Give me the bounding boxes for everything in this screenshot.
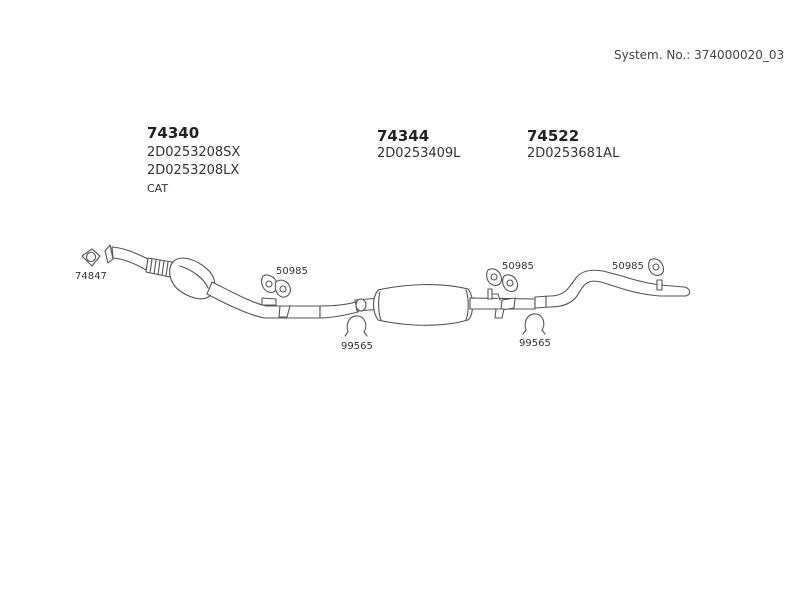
- part-code-middle-silencer: 2D0253409L: [377, 146, 461, 161]
- hanger-rubber-1: [261, 274, 291, 298]
- callout-clamp-1: 99565: [341, 341, 373, 352]
- callout-hanger-1: 50985: [276, 266, 308, 277]
- clamp-1: [344, 315, 368, 337]
- part-note-cat: CAT: [147, 182, 169, 195]
- callout-hanger-3: 50985: [612, 261, 644, 272]
- hanger-rubber-3: [648, 258, 665, 276]
- part-number-middle-silencer: 74344: [377, 127, 430, 145]
- part-code-catalytic-2: 2D0253208LX: [147, 163, 240, 178]
- part-number-catalytic: 74340: [147, 124, 200, 142]
- gasket-flange: [81, 248, 101, 267]
- part-code-catalytic-1: 2D0253208SX: [147, 145, 241, 160]
- middle-silencer: [354, 284, 536, 326]
- callout-clamp-2: 99565: [519, 338, 551, 349]
- part-code-tail-pipe: 2D0253681AL: [527, 146, 620, 161]
- system-number: System. No.: 374000020_03: [614, 48, 785, 62]
- front-pipe-catalytic-converter: [104, 244, 359, 319]
- callout-gasket: 74847: [75, 271, 107, 282]
- callout-hanger-2: 50985: [502, 261, 534, 272]
- hanger-rubber-2: [486, 268, 519, 292]
- part-number-tail-pipe: 74522: [527, 127, 580, 145]
- clamp-2: [522, 313, 546, 335]
- tail-pipe: [534, 269, 691, 309]
